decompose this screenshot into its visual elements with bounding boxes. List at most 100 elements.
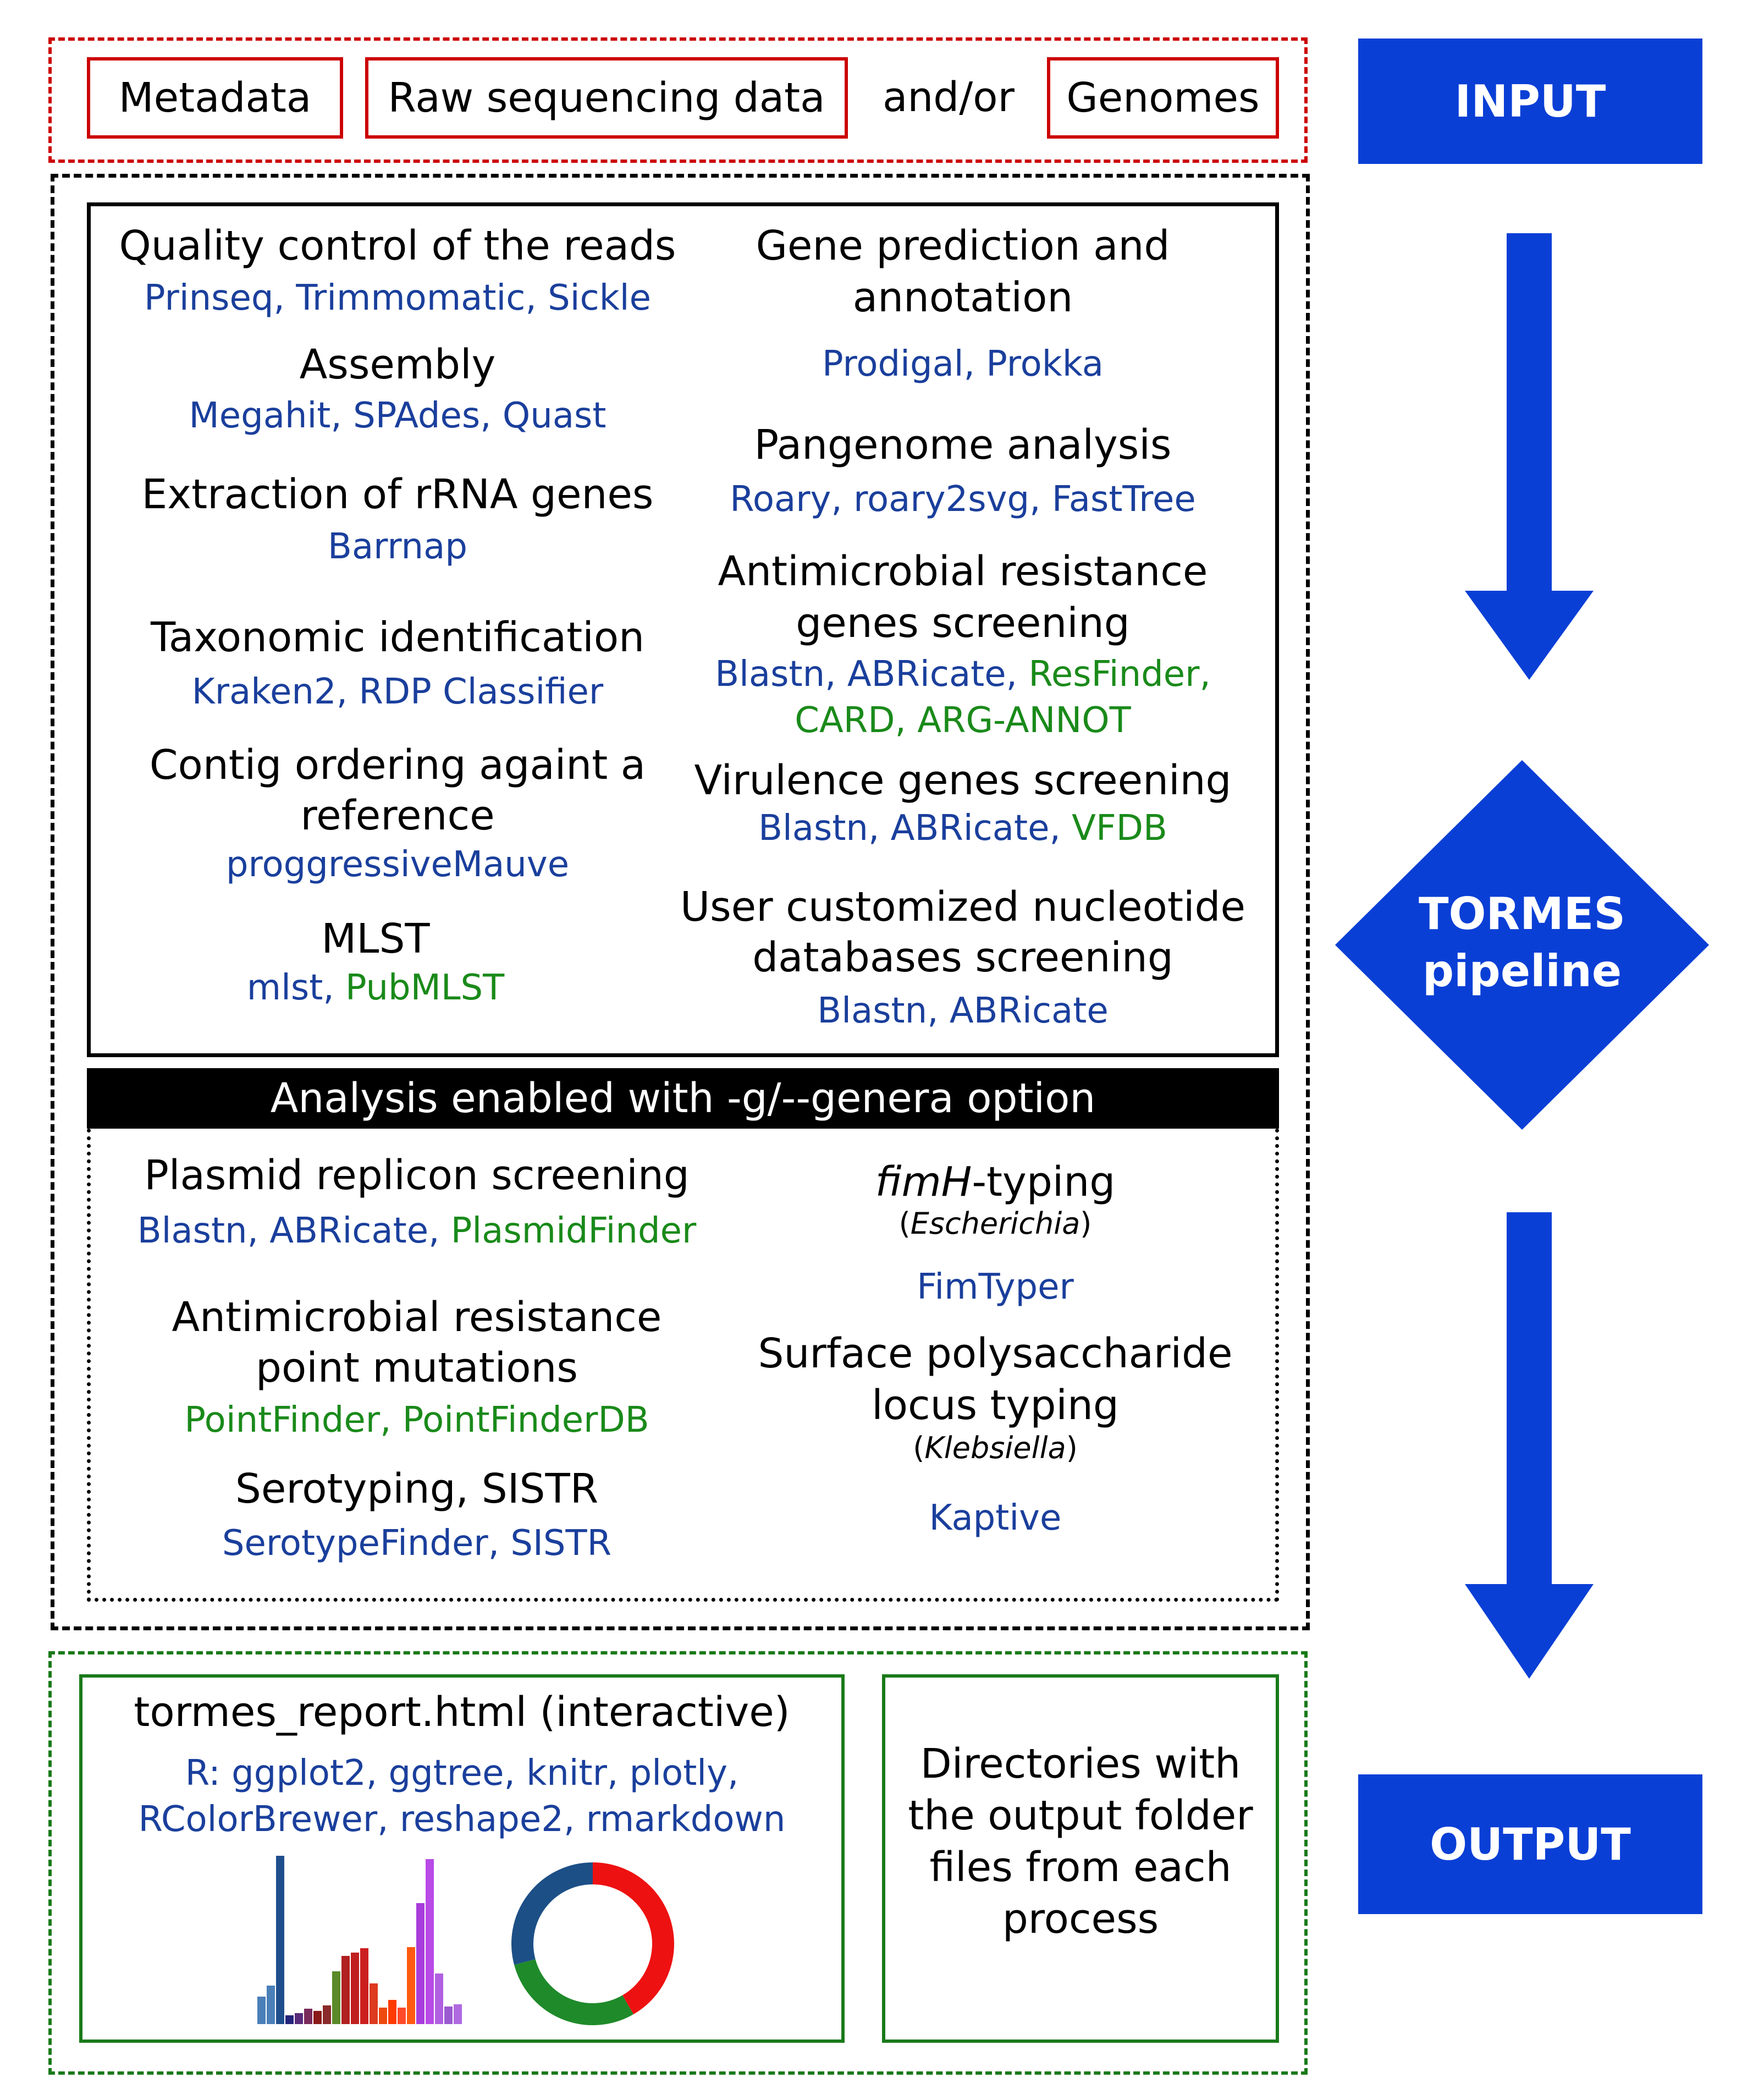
pipeline-label-2: pipeline xyxy=(1422,945,1622,997)
step-tools: Prodigal, Prokka xyxy=(658,341,1268,387)
tool-name: Blastn, ABRicate, xyxy=(137,1211,451,1251)
step-title: Gene prediction and xyxy=(756,222,1170,270)
step-tools: mlst, PubMLST xyxy=(87,965,664,1011)
bar-icon-mark xyxy=(295,2013,303,2024)
pipeline-diamond xyxy=(1335,760,1709,1130)
arrow-down-icon xyxy=(1465,233,1594,680)
step-tools: Blastn, ABRicate, VFDB xyxy=(658,805,1268,851)
directories-line: files from each xyxy=(929,1844,1232,1891)
bar-icon-mark xyxy=(304,2009,312,2024)
bar-icon-mark xyxy=(370,1983,378,2024)
tool-name: PubMLST xyxy=(345,967,505,1008)
genera-box xyxy=(87,1129,1279,1602)
tool-name: mlst, xyxy=(246,967,345,1008)
tool-name: Roary, roary2svg, FastTree xyxy=(730,479,1196,520)
step-title: Contig ordering againt a xyxy=(149,741,646,789)
donut-chart-icon xyxy=(511,1862,674,2025)
step-tools: Megahit, SPAdes, Quast xyxy=(87,393,708,439)
tool-name: Barrnap xyxy=(328,526,467,567)
step-title: annotation xyxy=(852,274,1073,321)
step-title: databases screening xyxy=(752,934,1173,981)
tool-name: ResFinder, xyxy=(1028,654,1211,695)
bar-icon-mark xyxy=(398,2008,406,2024)
tool-name: proggressiveMauve xyxy=(225,844,570,885)
bar-icon-mark xyxy=(285,2015,294,2024)
step-tools: Roary, roary2svg, FastTree xyxy=(658,476,1268,523)
pipeline-section xyxy=(51,174,1310,1630)
genera-step-tools: PointFinder, PointFinderDB xyxy=(87,1397,747,1443)
directories-line: the output folder xyxy=(908,1792,1253,1839)
tool-name: PlasmidFinder xyxy=(450,1211,697,1251)
genera-step-title: Serotyping, SISTR xyxy=(235,1465,599,1513)
tool-name: Prodigal, Prokka xyxy=(822,344,1104,384)
bar-icon-mark xyxy=(379,2008,387,2024)
step-title: reference xyxy=(300,792,495,839)
tool-name: Megahit, SPAdes, Quast xyxy=(189,395,607,436)
directories-line: process xyxy=(1002,1895,1159,1943)
gene-name: fimH xyxy=(875,1158,972,1206)
step-tools: proggressiveMauve xyxy=(87,842,708,888)
directories-line: Directories with xyxy=(920,1740,1241,1788)
donut-icon-segment xyxy=(514,1959,633,2025)
core-analysis-box xyxy=(87,202,1279,1057)
bar-icon-mark xyxy=(426,1859,434,2024)
genera-step-tools: SerotypeFinder, SISTR xyxy=(87,1520,747,1566)
input-label: INPUT xyxy=(1358,39,1702,164)
output-section xyxy=(48,1651,1308,2075)
step-title: MLST xyxy=(321,915,430,963)
input-metadata: Metadata xyxy=(87,57,343,139)
bar-icon-mark xyxy=(435,1973,443,2024)
genus-name: Klebsiella xyxy=(924,1431,1066,1465)
directories-box xyxy=(882,1674,1279,2043)
bar-icon-mark xyxy=(407,1947,415,2024)
input-raw-data: Raw sequencing data xyxy=(365,57,848,139)
step-title: Taxonomic identification xyxy=(150,614,645,661)
step-title: Extraction of rRNA genes xyxy=(141,471,654,518)
genus-note: (Klebsiella) xyxy=(913,1431,1078,1465)
input-connector: and/or xyxy=(883,74,1015,121)
bar-icon-mark xyxy=(444,2006,453,2024)
bar-icon-mark xyxy=(313,2011,322,2024)
genera-step-title: fimH-typing xyxy=(715,1156,1276,1208)
tool-name: FimTyper xyxy=(917,1267,1074,1307)
tool-name: CARD, ARG-ANNOT xyxy=(795,700,1131,741)
step-title: Antimicrobial resistance xyxy=(718,548,1208,595)
step-title: Pangenome analysis xyxy=(754,421,1172,469)
report-libs-line-1: R: ggplot2, ggtree, knitr, plotly, xyxy=(185,1753,739,1794)
step-tools: CARD, ARG-ANNOT xyxy=(658,697,1268,744)
bar-icon-mark xyxy=(332,1971,340,2024)
report-box xyxy=(79,1674,845,2043)
genera-step-title: Antimicrobial resistance xyxy=(172,1294,662,1341)
report-title: tormes_report.html (interactive) xyxy=(134,1689,790,1736)
step-title: Quality control of the reads xyxy=(119,222,676,270)
genera-step-title: Plasmid replicon screening xyxy=(144,1152,690,1199)
genera-step-title: Surface polysaccharide xyxy=(758,1330,1233,1377)
genus-name: Escherichia xyxy=(910,1206,1081,1241)
tool-name: PointFinder, PointFinderDB xyxy=(184,1400,649,1441)
tool-name: Prinseq, Trimmomatic, Sickle xyxy=(144,278,651,318)
donut-icon-segment xyxy=(592,1862,674,2015)
genera-step-title: locus typing xyxy=(872,1382,1119,1429)
genera-step-tools: FimTyper xyxy=(715,1264,1276,1310)
genera-step-tools: Blastn, ABRicate, PlasmidFinder xyxy=(87,1208,747,1254)
tool-name: SerotypeFinder, SISTR xyxy=(222,1523,612,1564)
genus-note: (Escherichia) xyxy=(898,1206,1092,1241)
bar-icon-mark xyxy=(341,1956,350,2024)
bar-icon-mark xyxy=(388,2000,396,2024)
bar-icon-mark xyxy=(276,1856,284,2024)
genera-banner: Analysis enabled with -g/--genera option xyxy=(87,1068,1279,1129)
bar-icon-mark xyxy=(360,1948,368,2024)
arrow-down-icon xyxy=(1465,1212,1594,1679)
step-tools: Barrnap xyxy=(87,524,708,570)
pipeline-label-1: TORMES xyxy=(1418,888,1626,939)
step-tools: Prinseq, Trimmomatic, Sickle xyxy=(87,275,708,321)
step-title: User customized nucleotide xyxy=(680,883,1246,931)
bar-icon-mark xyxy=(267,1986,275,2024)
genera-step-tools: Kaptive xyxy=(715,1495,1276,1541)
tool-name: Blastn, ABRicate, xyxy=(715,654,1029,695)
title-suffix: -typing xyxy=(972,1158,1116,1206)
step-title: Assembly xyxy=(299,341,496,388)
step-tools: Kraken2, RDP Classifier xyxy=(87,669,708,715)
bar-icon-mark xyxy=(351,1953,359,2024)
step-title: Virulence genes screening xyxy=(694,757,1232,804)
